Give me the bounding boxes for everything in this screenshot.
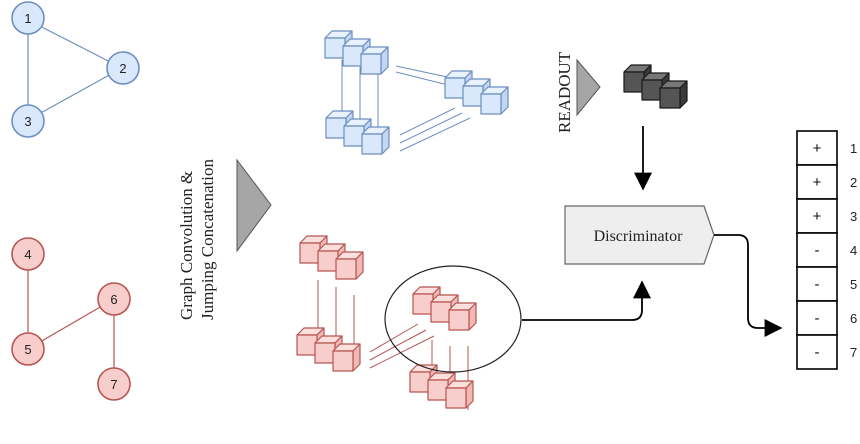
cube-front-face [445,387,467,409]
convolution-label-line2: Jumping Concatenation [198,158,217,320]
node-6: 6 [97,282,131,316]
discriminator-box: Discriminator [564,205,715,265]
node-2: 2 [106,51,140,85]
cube-front-face [296,334,318,356]
dark-cube-readout [623,64,688,109]
red-cube-middle [412,286,477,331]
node-5-label: 5 [24,342,31,357]
ellipse-to-discriminator-arrow [522,280,651,321]
cube-front-face [462,85,484,107]
cube-front-face [335,258,357,280]
cube-front-face [480,93,502,115]
node-4: 4 [11,237,45,271]
cube-front-face [623,71,645,93]
output-index: 2 [850,175,857,190]
node-5: 5 [11,332,45,366]
output-index: 6 [850,311,857,326]
readout-arrow-icon [576,58,601,117]
node-1-label: 1 [24,11,31,26]
output-sign: + [813,174,822,191]
output-cell [796,164,838,200]
node-7-label: 7 [110,377,117,392]
output-sign: - [815,276,820,293]
output-sign: - [815,310,820,327]
cube-front-face [360,53,382,75]
cube-front-face [641,79,663,101]
cube-front-face [412,293,434,315]
output-sign: - [815,344,820,361]
output-cell [796,300,838,336]
convolution-label-line1: Graph Convolution & [177,171,196,320]
node-3-label: 3 [24,114,31,129]
output-cell [796,198,838,234]
cube-front-face [343,125,365,147]
node-6-label: 6 [110,292,117,307]
cube-front-face [325,117,347,139]
node-2-label: 2 [119,61,126,76]
blue-cube-right [444,70,509,115]
output-cell [796,266,838,302]
cube-front-face [361,133,383,155]
readout-label: READOUT [555,51,574,133]
cube-front-face [448,309,470,331]
cube-front-face [427,379,449,401]
node-4-label: 4 [24,247,31,262]
top-graph: 1 2 3 [11,1,140,138]
cube-front-face [299,242,321,264]
output-sign: - [815,242,820,259]
cube-front-face [409,371,431,393]
blue-cube-bottom [325,110,390,155]
node-7: 7 [97,367,131,401]
red-cube-left [296,327,361,372]
node-1: 1 [11,1,45,35]
cube-front-face [324,37,346,59]
output-sign: + [813,140,822,157]
output-cell [796,334,838,370]
output-index: 5 [850,277,857,292]
output-index: 1 [850,141,857,156]
cube-front-face [332,350,354,372]
selection-ellipse [384,265,522,373]
discriminator-label: Discriminator [594,228,684,245]
blue-cube-top [324,30,389,75]
cube-front-face [430,301,452,323]
output-index: 4 [850,243,857,258]
cube-front-face [342,45,364,67]
cube-front-face [659,87,681,109]
output-label-column: +1 +2 +3 - 4 - 5 - 6 - 7 [796,130,857,370]
cube-front-face [444,77,466,99]
red-cube-top [299,235,364,280]
output-index: 3 [850,209,857,224]
cube-front-face [314,342,336,364]
red-cube-bottom [409,364,474,409]
discriminator-to-output-arrow [714,234,783,337]
node-3: 3 [11,104,45,138]
output-sign: + [813,208,822,225]
cube-front-face [317,250,339,272]
output-index: 7 [850,345,857,360]
bottom-graph: 4 5 6 7 [11,237,131,401]
output-cell [796,130,838,166]
convolution-arrow-icon [236,158,272,253]
